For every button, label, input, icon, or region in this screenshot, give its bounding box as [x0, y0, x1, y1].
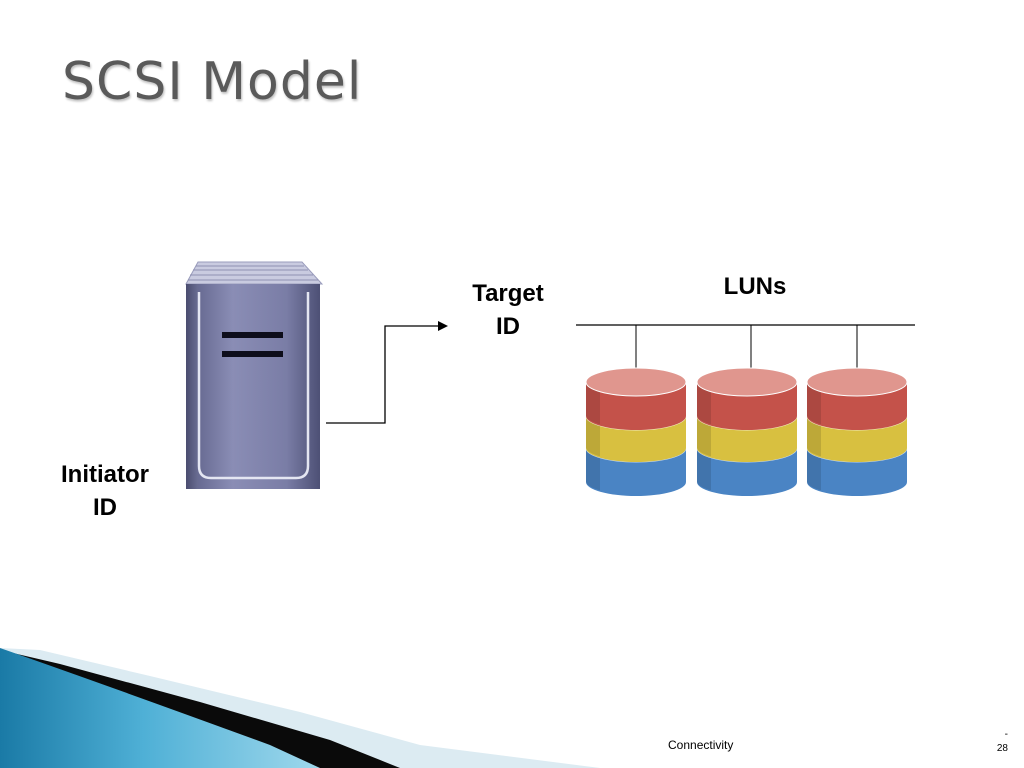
disk-shade	[807, 382, 821, 425]
initiator-label-line1: Initiator	[61, 461, 149, 488]
target-label-line2: ID	[496, 313, 520, 340]
page-number-value: 28	[996, 743, 1008, 754]
footer-text: Connectivity	[668, 738, 734, 752]
disk-shade	[807, 448, 821, 491]
lun-disks	[585, 367, 908, 496]
disk-shade	[586, 416, 600, 457]
disk-top	[696, 367, 798, 397]
lun-bus	[576, 324, 915, 368]
decorative-wave	[0, 648, 600, 768]
target-label-line1: Target	[472, 280, 544, 307]
disk-shade	[807, 416, 821, 457]
initiator-label-line2: ID	[93, 494, 117, 521]
disk-shade	[586, 382, 600, 425]
luns-label: LUNs	[723, 273, 787, 300]
slide-title: SCSI Model	[62, 52, 363, 112]
disk-top	[806, 367, 908, 397]
disk-cylinder-icon	[585, 367, 687, 496]
server-tower-icon	[185, 261, 324, 489]
initiator-id-label: Initiator ID	[40, 458, 170, 524]
disk-cylinder-icon	[806, 367, 908, 496]
disk-shade	[697, 448, 711, 491]
target-id-label: Target ID	[448, 277, 568, 343]
page-number: - 28	[978, 728, 1008, 756]
disk-top	[585, 367, 687, 397]
disk-cylinder-icon	[696, 367, 798, 496]
connector-arrow	[326, 321, 448, 424]
disk-shade	[586, 448, 600, 491]
page-number-prefix: -	[1004, 729, 1008, 740]
disk-shade	[697, 416, 711, 457]
disk-shade	[697, 382, 711, 425]
